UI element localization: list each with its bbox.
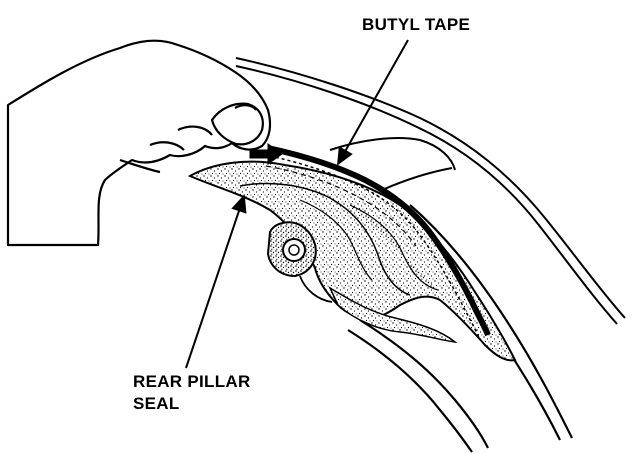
roof-panel xyxy=(235,57,626,325)
butyl-tape-label: BUTYL TAPE xyxy=(362,15,471,34)
rear-pillar-seal-leader xyxy=(185,194,247,369)
rear-pillar-seal-label-line2: SEAL xyxy=(133,394,180,413)
rear-pillar-seal-label: REAR PILLAR SEAL xyxy=(133,371,251,415)
butyl-tape-leader xyxy=(337,39,409,166)
hand xyxy=(6,39,272,247)
rear-pillar-seal-label-line1: REAR PILLAR xyxy=(133,372,251,391)
butyl-tape-strip xyxy=(265,145,491,341)
leader-lines xyxy=(185,39,409,369)
press-direction-arrow xyxy=(249,143,283,165)
clip-fastener xyxy=(266,221,333,303)
rear-pillar-seal-body xyxy=(187,160,517,362)
